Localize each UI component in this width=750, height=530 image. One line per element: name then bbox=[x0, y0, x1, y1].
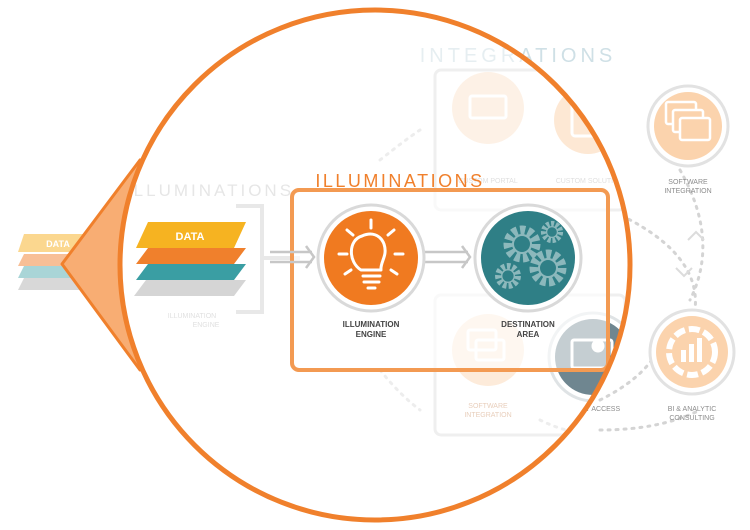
engine-label-line1: ILLUMINATION bbox=[343, 320, 400, 329]
direct-access-label: DIRECT ACCESS bbox=[564, 406, 621, 413]
software-integration-label-line2: INTEGRATION bbox=[664, 188, 711, 195]
windows-icon bbox=[664, 100, 712, 142]
destination-label-line1: DESTINATION bbox=[501, 320, 555, 329]
lightbulb-icon bbox=[337, 218, 405, 290]
data-stack: DATA bbox=[134, 222, 246, 296]
bi-consulting-node: BI & ANALYTIC CONSULTING bbox=[648, 308, 736, 422]
illuminations-title: ILLUMINATIONS bbox=[315, 171, 484, 191]
faded-illuminations-title: ILLUMINATIONS bbox=[126, 181, 294, 200]
custom-portal-label: CUSTOM PORTAL bbox=[458, 178, 518, 185]
flow-arrow bbox=[270, 245, 472, 269]
engine-label-line2: ENGINE bbox=[356, 330, 387, 339]
destination-label-line2: AREA bbox=[517, 330, 540, 339]
layers-icon bbox=[134, 222, 246, 296]
bar-chart-icon bbox=[681, 338, 702, 362]
magnifier-lens: INTEGRATIONS CUSTOM PORTAL CUSTOM SOLUTI… bbox=[117, 7, 633, 523]
custom-solutions-label: CUSTOM SOLUTIONS bbox=[556, 178, 629, 185]
laptop-icon bbox=[468, 94, 508, 120]
illumination-engine-node: ILLUMINATION ENGINE bbox=[316, 203, 426, 339]
software-integration-node: SOFTWARE INTEGRATION bbox=[646, 84, 730, 195]
bi-consulting-label-line2: CONSULTING bbox=[669, 415, 714, 422]
destination-area-node: DESTINATION AREA bbox=[473, 203, 583, 339]
software-integration-label-line1: SOFTWARE bbox=[668, 179, 708, 186]
dotted-connector bbox=[598, 408, 702, 432]
chevron-down-icon bbox=[675, 267, 693, 278]
faded-software-line2: INTEGRATION bbox=[464, 412, 511, 419]
left-data-label: DATA bbox=[46, 239, 70, 249]
faded-engine-line2: ENGINE bbox=[193, 322, 220, 329]
lens-rim bbox=[117, 7, 633, 523]
faded-engine-line1: ILLUMINATION bbox=[168, 313, 217, 320]
bi-consulting-label-line1: BI & ANALYTIC bbox=[668, 406, 717, 413]
chevron-up-icon bbox=[687, 230, 705, 241]
data-label: DATA bbox=[176, 231, 205, 243]
faded-software-line1: SOFTWARE bbox=[468, 403, 508, 410]
